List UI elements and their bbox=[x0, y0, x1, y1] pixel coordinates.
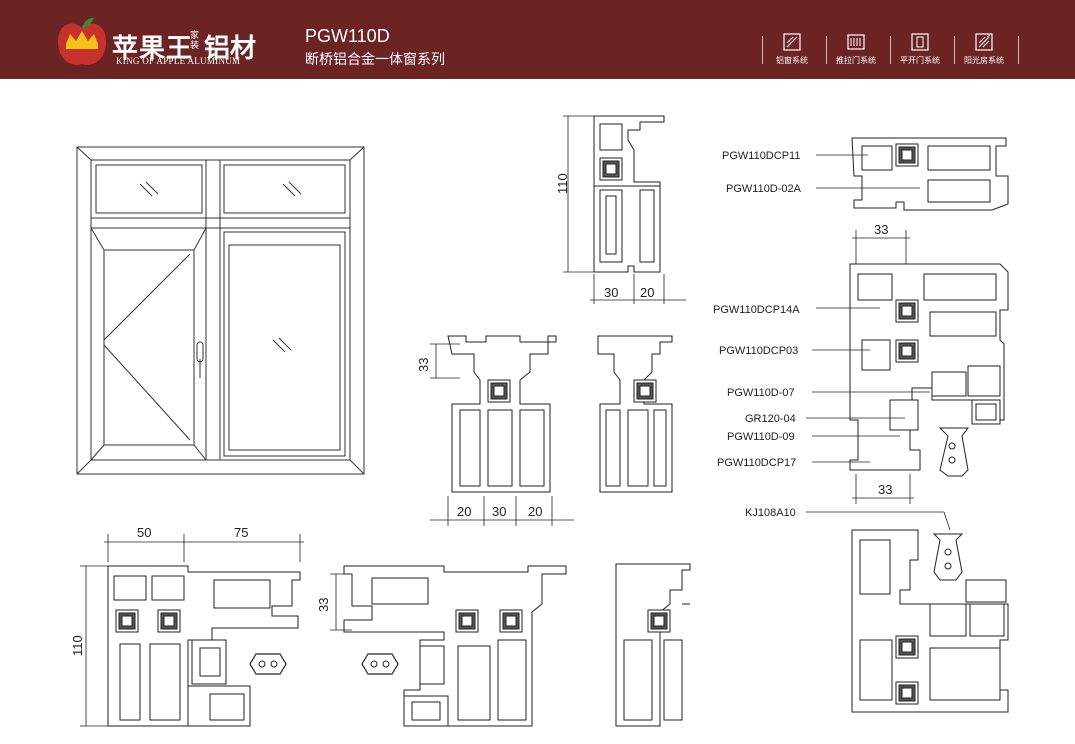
nav-label: 推拉门系统 bbox=[836, 56, 876, 65]
nav-item-aluminum-window[interactable]: 铝窗系统 bbox=[762, 33, 822, 69]
nav-item-sliding-door[interactable]: 推拉门系统 bbox=[826, 33, 886, 69]
nav-divider bbox=[1018, 36, 1019, 64]
profile-section-bottom-right bbox=[615, 563, 691, 727]
dimension-label: 33 bbox=[878, 482, 892, 497]
casement-door-icon bbox=[911, 33, 929, 51]
nav-divider bbox=[954, 36, 955, 64]
dimension-label: 50 bbox=[137, 525, 151, 540]
brand-name-cn: 苹果王 bbox=[112, 34, 194, 64]
dimension-lines-top bbox=[563, 115, 686, 304]
window-elevation bbox=[76, 146, 365, 475]
model-title: PGW110D bbox=[305, 26, 390, 46]
nav-divider bbox=[762, 36, 763, 64]
part-label: PGW110DCP17 bbox=[717, 457, 796, 469]
brand-name-en: KING OF APPLE ALUMINUM bbox=[116, 56, 241, 66]
dimension-label: 20 bbox=[528, 504, 542, 519]
part-label: PGW110D-02A bbox=[726, 183, 802, 195]
callout-leader-lines bbox=[806, 154, 951, 531]
nav-label: 阳光房系统 bbox=[964, 56, 1004, 65]
dimension-lines-middle bbox=[430, 343, 574, 526]
dimension-lines-bottom-center bbox=[330, 573, 352, 631]
dimension-label: 33 bbox=[874, 222, 888, 237]
profile-section-right-bottom bbox=[851, 529, 1009, 713]
aluminum-window-icon bbox=[783, 33, 801, 51]
dimension-label: 30 bbox=[604, 285, 618, 300]
nav-item-casement-door[interactable]: 平开门系统 bbox=[890, 33, 950, 69]
part-label: PGW110DCP11 bbox=[722, 150, 800, 162]
header-bar: 苹果王 家装 铝材 KING OF APPLE ALUMINUM PGW110D… bbox=[0, 0, 1075, 79]
profile-section-top bbox=[593, 115, 665, 273]
profile-section-bottom-center bbox=[343, 565, 567, 727]
dimension-label: 33 bbox=[416, 358, 431, 372]
dimension-label: 33 bbox=[316, 598, 331, 612]
brand-small-tag: 家装 bbox=[190, 30, 200, 50]
dimension-label: 75 bbox=[234, 525, 248, 540]
profile-section-right-middle bbox=[849, 263, 1009, 477]
part-label: PGW110D-07 bbox=[727, 387, 795, 399]
dimension-lines-bottom-left bbox=[80, 534, 304, 727]
series-title: 断桥铝合金一体窗系列 bbox=[305, 52, 445, 68]
part-label: PGW110DCP14A bbox=[713, 304, 800, 316]
dimension-label: 30 bbox=[492, 504, 506, 519]
profile-section-middle bbox=[447, 335, 557, 493]
sunroom-icon bbox=[975, 33, 993, 51]
nav-label: 铝窗系统 bbox=[776, 56, 808, 65]
nav-item-sunroom[interactable]: 阳光房系统 bbox=[954, 33, 1014, 69]
apple-crown-logo bbox=[58, 17, 106, 65]
profile-section-bottom-left bbox=[107, 565, 301, 727]
profile-section-right-top bbox=[851, 137, 1009, 211]
part-label: GR120-04 bbox=[745, 413, 796, 425]
sliding-door-icon bbox=[847, 34, 865, 50]
dimension-label: 20 bbox=[457, 504, 471, 519]
part-label: PGW110D-09 bbox=[727, 431, 795, 443]
dimension-label: 110 bbox=[70, 635, 85, 656]
dimension-label: 20 bbox=[640, 285, 654, 300]
part-label: KJ108A10 bbox=[745, 507, 796, 519]
part-label: PGW110DCP03 bbox=[719, 345, 798, 357]
nav-label: 平开门系统 bbox=[900, 56, 940, 65]
profile-section-mid-right bbox=[597, 335, 673, 493]
nav-divider bbox=[890, 36, 891, 64]
dimension-label: 110 bbox=[555, 173, 570, 194]
nav-divider bbox=[826, 36, 827, 64]
brand-name-cn-2: 铝材 bbox=[204, 34, 257, 64]
